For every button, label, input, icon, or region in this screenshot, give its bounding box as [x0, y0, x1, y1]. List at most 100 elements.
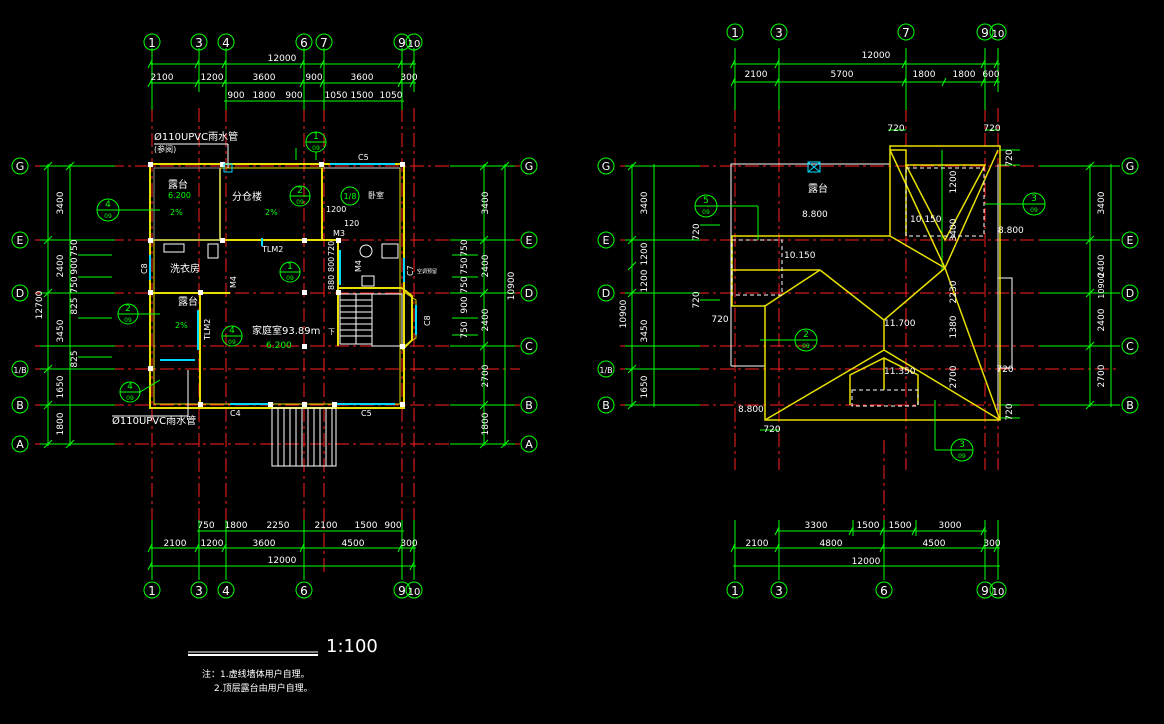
dim-text: 3400	[481, 191, 491, 214]
svg-text:09: 09	[228, 339, 236, 346]
svg-text:E: E	[17, 234, 24, 247]
elevation-mark: 8.800	[738, 405, 764, 415]
left-room-labels: 露台 6.200 分仓楼 卧室 洗衣房 露台 家庭室93.89m 6.200 2…	[112, 130, 437, 427]
slope-text: 2%	[175, 321, 188, 330]
dim-text: 3450	[640, 319, 650, 342]
dim-text: 3000	[939, 521, 962, 531]
dim-text: 800	[327, 257, 336, 272]
right-roof-ridges	[731, 145, 1001, 421]
right-top-axis-bubbles: 1 3 7 9 10	[726, 23, 1007, 41]
dim-text: 750	[70, 276, 80, 293]
dim-text: 3300	[805, 521, 828, 531]
axis-bubble: 9	[976, 23, 994, 41]
svg-text:B: B	[525, 399, 533, 412]
dim-text: 720	[327, 241, 336, 256]
dim-text: 1650	[640, 375, 650, 398]
axis-bubble: 10	[989, 581, 1007, 599]
dim-overall-bottom: 12000	[268, 556, 297, 566]
right-roof-outline	[730, 163, 1013, 410]
axis-bubble: 10	[405, 581, 423, 599]
note-line-1: 注：1.虚线墙体用户自理。	[202, 668, 310, 680]
svg-text:3: 3	[1031, 194, 1037, 204]
svg-text:1: 1	[731, 26, 739, 40]
window-label: C5	[361, 409, 372, 418]
left-balcony-lines	[153, 167, 400, 241]
axis-bubble: G	[1121, 157, 1139, 175]
left-opening-labels: C5 C4 C5 C7 C8 C8 M3 M4 M4 TLM2 TLM2 120…	[140, 153, 432, 418]
left-floor-plan: 1 3 4 6 7 9 10 1 3 4 6 9 10 G E D 1/B B …	[11, 33, 538, 599]
axis-bubble: B	[520, 396, 538, 414]
axis-bubble: E	[11, 231, 29, 249]
axis-bubble: C	[520, 337, 538, 355]
axis-bubble: 3	[770, 581, 788, 599]
svg-text:D: D	[16, 287, 24, 300]
svg-text:10: 10	[408, 587, 421, 598]
axis-bubble: 6	[295, 33, 313, 51]
drain-icon	[807, 161, 821, 173]
drain-icon-cross	[807, 161, 821, 173]
left-bottom-axis-bubbles: 1 3 4 6 9 10	[143, 581, 423, 599]
svg-text:1: 1	[148, 36, 156, 50]
axis-bubble: A	[11, 435, 29, 453]
svg-text:09: 09	[296, 199, 304, 206]
left-columns	[148, 162, 405, 407]
detail-ref-bubble: 209	[289, 185, 311, 207]
dim-text: 750	[197, 521, 214, 531]
svg-text:2: 2	[297, 186, 303, 196]
pipe-label-top-sub: (参阅)	[154, 144, 176, 154]
axis-bubble: 1	[143, 33, 161, 51]
dim-text: 2400	[1097, 254, 1107, 277]
dim-text: 4500	[342, 539, 365, 549]
dim-text: 2100	[745, 70, 768, 80]
elevation-mark: 10.150	[784, 251, 816, 261]
overhang-dim: 720	[887, 124, 904, 134]
svg-text:A: A	[525, 438, 533, 451]
axis-bubble: 3	[190, 33, 208, 51]
svg-text:3: 3	[195, 584, 203, 598]
door-label: TLM2	[261, 245, 283, 254]
dim-text: 1200	[326, 205, 346, 214]
svg-text:3: 3	[959, 440, 965, 450]
right-elevations: 露台 8.800 10.150 10.150 8.800 11.700 11.3…	[738, 161, 1024, 415]
window-label: C5	[358, 153, 369, 162]
dim-text: 3400	[640, 191, 650, 214]
svg-text:1/8: 1/8	[344, 192, 357, 201]
svg-text:1: 1	[731, 584, 739, 598]
elevation-mark: 8.800	[998, 226, 1024, 236]
svg-text:B: B	[16, 399, 24, 412]
axis-bubble: D	[597, 284, 615, 302]
svg-text:6: 6	[300, 36, 308, 50]
svg-text:4: 4	[222, 584, 230, 598]
elevation-mark: 8.800	[802, 210, 828, 220]
left-pipe-leaders	[112, 143, 297, 417]
svg-text:6: 6	[880, 584, 888, 598]
svg-text:4: 4	[105, 200, 111, 210]
dim-text: 2230	[949, 280, 959, 303]
axis-bubble: E	[1121, 231, 1139, 249]
right-dashed-walls	[731, 167, 985, 407]
right-row-centerlines	[620, 165, 1120, 406]
svg-text:4: 4	[229, 326, 235, 336]
dim-text: 750	[460, 321, 470, 338]
axis-bubble: 3	[190, 581, 208, 599]
dim-text: 2400	[1097, 308, 1107, 331]
dim-text: 825	[70, 297, 80, 314]
svg-text:3: 3	[775, 584, 783, 598]
axis-bubble: E	[597, 231, 615, 249]
dim-text: 880	[327, 275, 336, 290]
dim-text: 1500	[355, 521, 378, 531]
svg-text:G: G	[602, 160, 611, 173]
dim-text: 900	[305, 73, 322, 83]
axis-bubble: 1	[143, 581, 161, 599]
elev-family-room: 6.200	[266, 341, 292, 351]
axis-bubble: D	[1121, 284, 1139, 302]
svg-text:1/B: 1/B	[13, 366, 26, 375]
left-top-axis-bubbles: 1 3 4 6 7 9 10	[143, 33, 423, 51]
dim-text: 2400	[481, 308, 491, 331]
dim-text: 3600	[351, 73, 374, 83]
svg-text:9: 9	[981, 26, 989, 40]
svg-text:E: E	[603, 234, 610, 247]
axis-bubble: D	[11, 284, 29, 302]
overhang-dim: 720	[692, 223, 702, 240]
axis-bubble: A	[520, 435, 538, 453]
